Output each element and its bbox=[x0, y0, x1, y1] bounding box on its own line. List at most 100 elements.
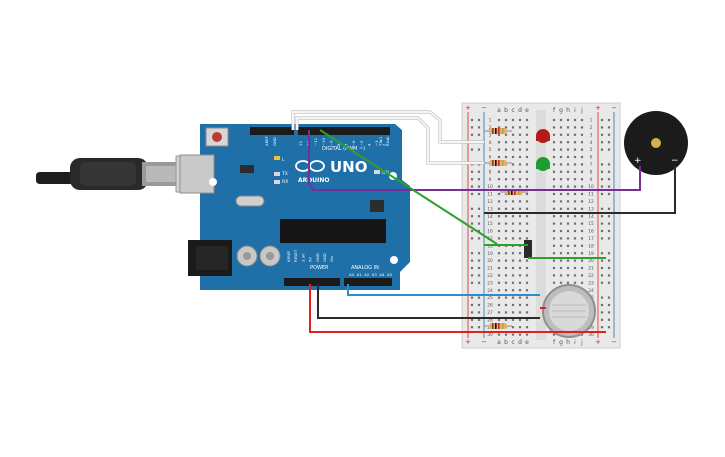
breadboard-hole bbox=[497, 185, 501, 188]
buzzer-minus-label: − bbox=[671, 156, 679, 166]
rail-hole bbox=[600, 281, 604, 284]
row-label-left: 9 bbox=[489, 177, 492, 183]
rail-hole bbox=[470, 207, 474, 210]
breadboard-hole bbox=[566, 207, 570, 210]
breadboard-hole bbox=[580, 252, 584, 255]
breadboard-hole bbox=[559, 133, 563, 136]
breadboard-hole bbox=[497, 192, 501, 196]
breadboard-hole bbox=[518, 207, 522, 210]
row-label-right: 11 bbox=[588, 192, 594, 198]
row-label-left: 1 bbox=[489, 118, 492, 124]
rail-hole bbox=[607, 170, 611, 173]
breadboard-hole bbox=[573, 133, 577, 136]
breadboard-hole bbox=[559, 222, 563, 225]
breadboard-hole bbox=[504, 222, 508, 225]
breadboard-hole bbox=[525, 155, 529, 159]
rail-hole bbox=[607, 148, 611, 151]
breadboard-hole bbox=[552, 163, 556, 166]
rail-hole bbox=[607, 266, 611, 270]
rail-hole bbox=[600, 207, 604, 210]
gnd-label: GND bbox=[272, 137, 277, 146]
breadboard-hole bbox=[518, 222, 522, 225]
rail-hole bbox=[600, 141, 604, 144]
breadboard-hole bbox=[573, 155, 577, 159]
breadboard-hole bbox=[504, 148, 508, 151]
analog-label: ANALOG IN bbox=[351, 265, 379, 271]
breadboard-hole bbox=[497, 266, 501, 270]
breadboard-hole bbox=[559, 170, 563, 173]
rail-hole bbox=[600, 118, 604, 122]
breadboard-hole bbox=[573, 252, 577, 255]
breadboard-hole bbox=[525, 281, 529, 284]
rail-hole bbox=[477, 207, 481, 210]
row-label-left: 23 bbox=[487, 280, 493, 286]
digital-pin-label: ~11 bbox=[313, 137, 318, 146]
column-label: d bbox=[518, 339, 522, 346]
breadboard-hole bbox=[525, 303, 529, 307]
breadboard-hole bbox=[552, 252, 556, 255]
tilt-switch bbox=[524, 240, 532, 258]
breadboard-hole bbox=[580, 259, 584, 262]
led-red bbox=[536, 129, 550, 143]
rail-hole bbox=[600, 222, 604, 225]
breadboard-hole bbox=[552, 178, 556, 181]
row-label-right: 13 bbox=[588, 206, 594, 212]
breadboard-hole bbox=[573, 185, 577, 188]
breadboard-hole bbox=[518, 281, 522, 284]
breadboard-hole bbox=[497, 296, 501, 299]
rail-hole bbox=[470, 185, 474, 188]
breadboard-hole bbox=[573, 163, 577, 166]
breadboard-hole bbox=[566, 141, 570, 144]
rail-hole bbox=[477, 148, 481, 151]
rail-hole bbox=[470, 311, 474, 314]
breadboard-hole bbox=[559, 155, 563, 159]
rail-hole bbox=[470, 274, 474, 277]
breadboard-hole bbox=[511, 237, 515, 240]
rail-hole bbox=[470, 303, 474, 307]
row-label-right: 22 bbox=[588, 273, 594, 279]
breadboard-hole bbox=[573, 126, 577, 129]
rail-hole bbox=[607, 274, 611, 277]
column-label: e bbox=[525, 107, 529, 114]
rail-hole bbox=[607, 252, 611, 255]
column-label: j bbox=[580, 107, 583, 114]
rail-hole bbox=[600, 274, 604, 277]
atmega-chip bbox=[280, 219, 386, 243]
breadboard-hole bbox=[566, 281, 570, 284]
usb-port bbox=[179, 154, 215, 194]
breadboard-hole bbox=[573, 281, 577, 284]
breadboard-hole bbox=[518, 266, 522, 270]
breadboard-hole bbox=[525, 170, 529, 173]
breadboard-hole bbox=[504, 133, 508, 136]
breadboard-hole bbox=[552, 215, 556, 218]
rail-hole bbox=[607, 185, 611, 188]
breadboard-hole bbox=[559, 252, 563, 255]
breadboard-hole bbox=[552, 259, 556, 262]
column-label: f bbox=[553, 107, 556, 114]
breadboard-hole bbox=[559, 126, 563, 129]
header-digital-high bbox=[250, 127, 294, 135]
row-label-right: 23 bbox=[588, 280, 594, 286]
breadboard-hole bbox=[580, 207, 584, 210]
power-pin-label: 3.3V bbox=[300, 253, 305, 262]
breadboard-hole bbox=[497, 311, 501, 314]
breadboard-hole bbox=[525, 229, 529, 233]
breadboard-hole bbox=[552, 237, 556, 240]
row-label-right: 10 bbox=[588, 184, 594, 190]
breadboard-hole bbox=[497, 274, 501, 277]
rail-hole bbox=[607, 296, 611, 299]
breadboard-hole bbox=[504, 289, 508, 292]
row-label-left: 14 bbox=[487, 214, 493, 220]
breadboard-hole bbox=[504, 237, 508, 240]
breadboard-hole bbox=[580, 148, 584, 151]
rail-hole bbox=[470, 148, 474, 151]
breadboard-hole bbox=[497, 333, 501, 336]
power-pin-label: GND bbox=[315, 253, 320, 262]
breadboard-hole bbox=[552, 185, 556, 188]
breadboard-hole bbox=[559, 215, 563, 218]
breadboard-hole bbox=[559, 192, 563, 196]
rail-hole bbox=[607, 237, 611, 240]
rail-hole bbox=[607, 133, 611, 136]
breadboard-hole bbox=[525, 311, 529, 314]
breadboard-hole bbox=[573, 200, 577, 203]
